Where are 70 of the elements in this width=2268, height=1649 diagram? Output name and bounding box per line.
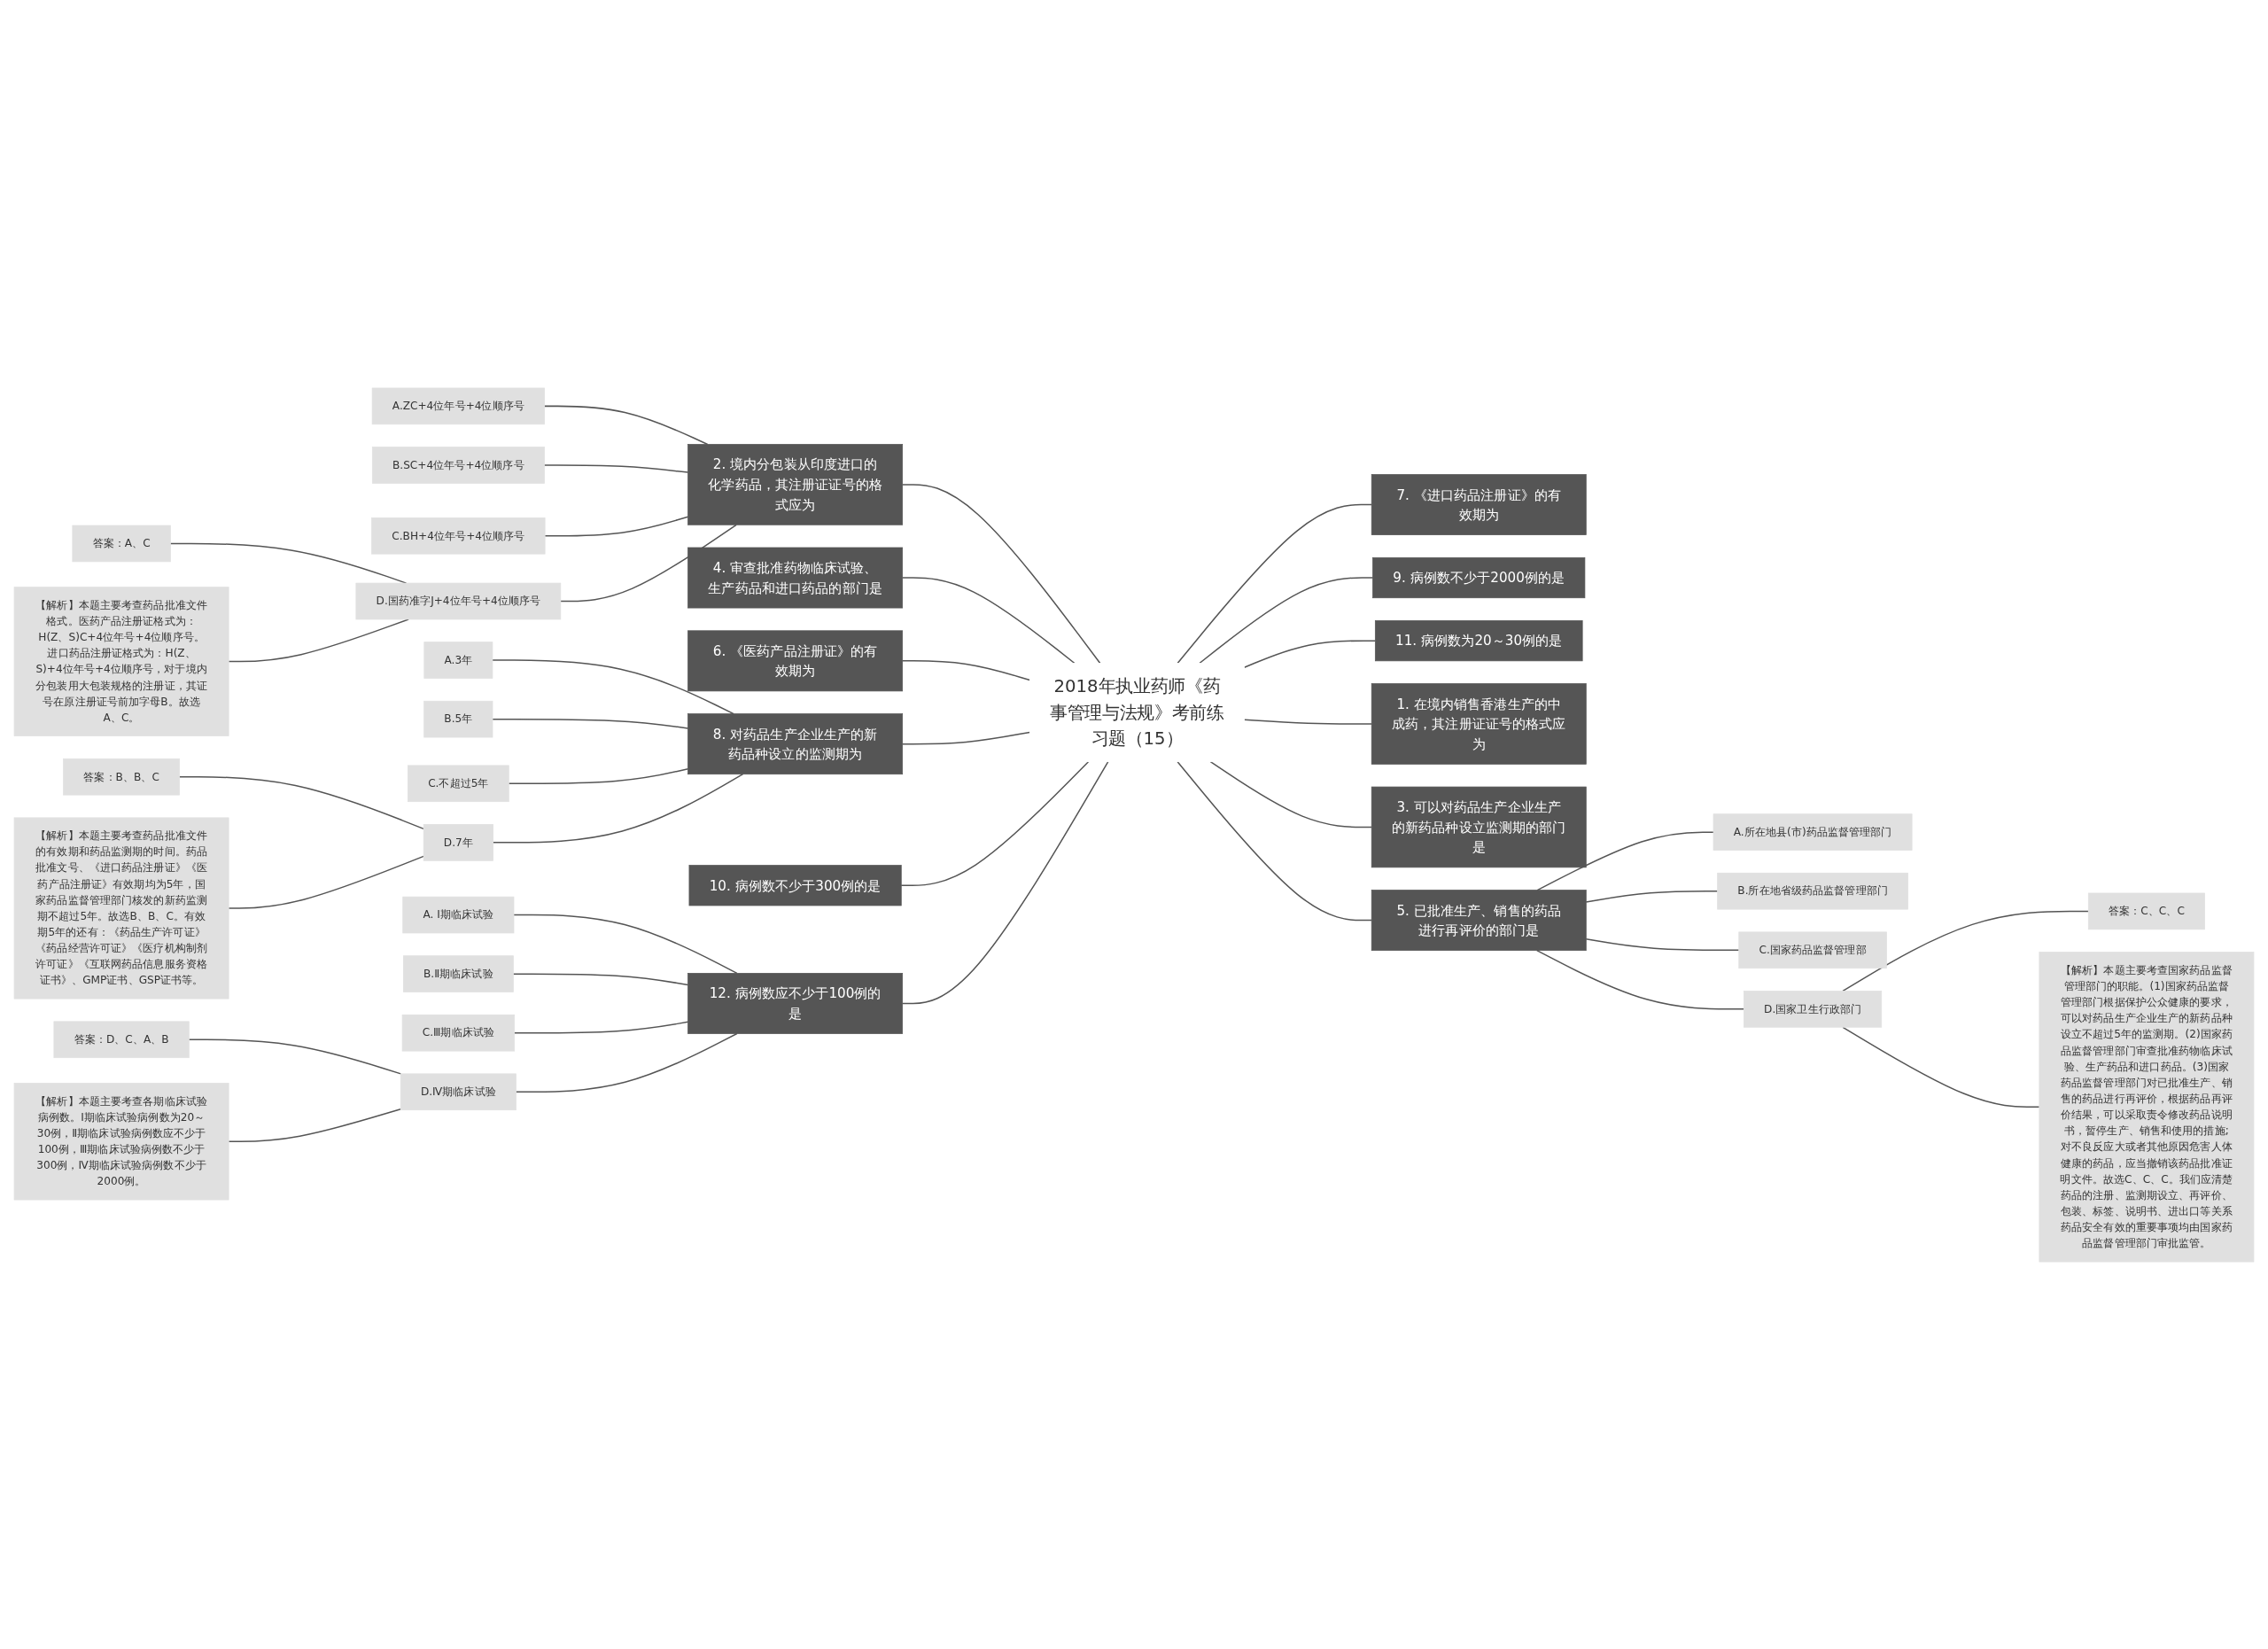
- connector: [512, 972, 689, 985]
- node-box: [1374, 619, 1583, 661]
- connector: [544, 515, 689, 536]
- connector: [1536, 949, 1745, 1010]
- node-box: [2087, 892, 2205, 930]
- node-box: [53, 1020, 190, 1058]
- connector: [900, 760, 1090, 886]
- node-box: [687, 443, 904, 525]
- node-box: [687, 972, 904, 1034]
- connector: [1177, 503, 1372, 664]
- connector: [1199, 576, 1374, 664]
- connector: [228, 1108, 401, 1142]
- connector: [1243, 639, 1377, 668]
- connector: [513, 1021, 689, 1033]
- connector: [901, 659, 1031, 681]
- connector: [228, 855, 424, 909]
- node-box: [1371, 682, 1587, 765]
- connector: [901, 731, 1031, 744]
- connector: [1209, 760, 1372, 828]
- node-box: [1744, 990, 1883, 1028]
- node-box: [687, 547, 904, 608]
- connector: [178, 775, 424, 829]
- connector: [901, 483, 1101, 664]
- connector: [1842, 1026, 2040, 1108]
- node-box: [13, 586, 229, 736]
- node-box: [1371, 889, 1587, 951]
- node-text: 2018年执业药师《药事管理与法规》考前练习题（15）: [1050, 675, 1224, 749]
- node-box: [1713, 813, 1913, 851]
- node-box: [13, 1082, 229, 1200]
- connector: [228, 618, 409, 662]
- node-box: [1372, 556, 1586, 598]
- node-box: [687, 629, 904, 691]
- node-box: [13, 817, 229, 999]
- connector: [1842, 910, 2090, 992]
- node-box: [688, 864, 902, 906]
- node-box: [72, 525, 171, 562]
- connector: [901, 760, 1109, 1004]
- node-box: [1738, 930, 1887, 968]
- node-box: [355, 582, 562, 619]
- node-box: [423, 641, 493, 679]
- connector: [560, 524, 737, 602]
- connector: [1536, 830, 1714, 891]
- node-box: [1371, 786, 1587, 867]
- connector: [1585, 937, 1740, 951]
- node-box: [1717, 872, 1908, 909]
- node-box: [423, 700, 493, 737]
- connector: [492, 718, 689, 729]
- node-box: [400, 1072, 517, 1110]
- node-box: [401, 1014, 515, 1051]
- node-box: [371, 387, 545, 424]
- node-box: [402, 954, 514, 992]
- connector: [543, 463, 689, 473]
- node-box: [408, 765, 509, 802]
- connector: [901, 576, 1076, 664]
- connector: [515, 1032, 738, 1093]
- node-box: [371, 446, 545, 484]
- connector: [492, 773, 744, 844]
- connector: [508, 767, 689, 784]
- node-box: [1371, 473, 1587, 535]
- node-box: [423, 823, 493, 861]
- connector: [1243, 718, 1372, 725]
- connector: [1177, 760, 1372, 921]
- connector: [188, 1038, 402, 1075]
- node-box: [371, 517, 546, 555]
- connector: [492, 658, 734, 714]
- node-box: [402, 896, 515, 933]
- connector: [1585, 890, 1719, 903]
- node-box: [63, 758, 180, 796]
- node-box: [2039, 951, 2255, 1262]
- node-box: [687, 712, 904, 774]
